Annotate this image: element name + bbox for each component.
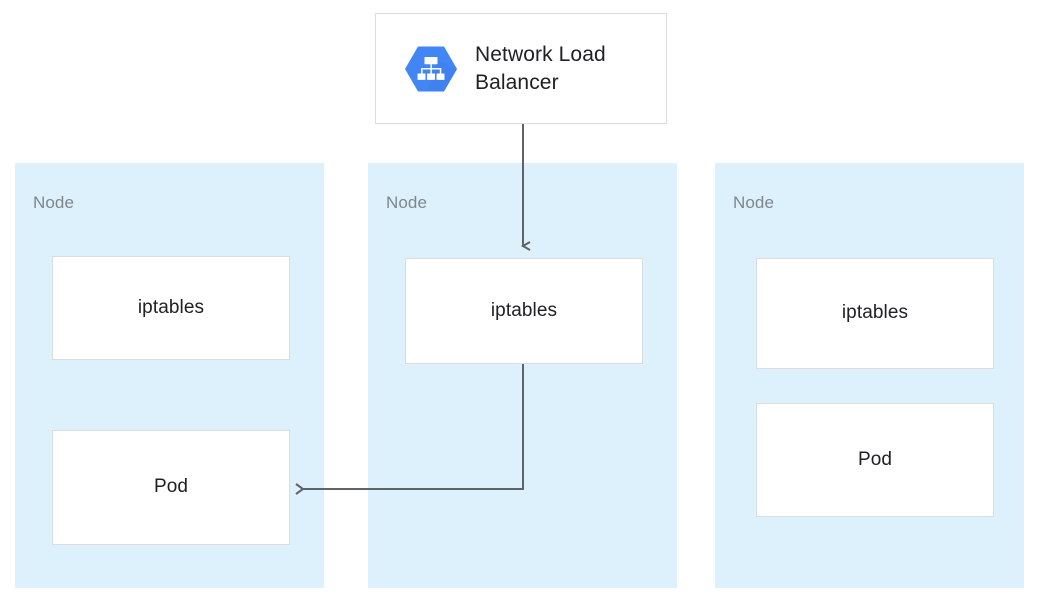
node-label-3: Node — [733, 193, 775, 212]
node-panel-2: Node iptables — [368, 163, 677, 588]
node-3-iptables-box[interactable]: iptables — [756, 258, 994, 369]
node-panel-3: Node iptables Pod — [715, 163, 1024, 588]
node-label-2: Node — [386, 193, 428, 212]
node-1-pod-label: Pod — [153, 476, 189, 498]
network-load-balancer-icon — [405, 43, 457, 95]
node-3-pod-box[interactable]: Pod — [756, 403, 994, 517]
network-load-balancer-label: Network Load Balancer — [475, 42, 606, 94]
node-2-iptables-box[interactable]: iptables — [405, 258, 643, 364]
network-load-balancer-card[interactable]: Network Load Balancer — [375, 13, 667, 124]
node-label-1: Node — [33, 193, 75, 212]
node-2-iptables-label: iptables — [490, 299, 558, 321]
node-1-pod-box[interactable]: Pod — [52, 430, 290, 545]
node-1-iptables-label: iptables — [137, 296, 205, 318]
node-3-iptables-label: iptables — [841, 302, 909, 324]
node-1-iptables-box[interactable]: iptables — [52, 256, 290, 360]
node-3-pod-label: Pod — [857, 448, 893, 470]
node-panel-1: Node iptables Pod — [15, 163, 324, 588]
